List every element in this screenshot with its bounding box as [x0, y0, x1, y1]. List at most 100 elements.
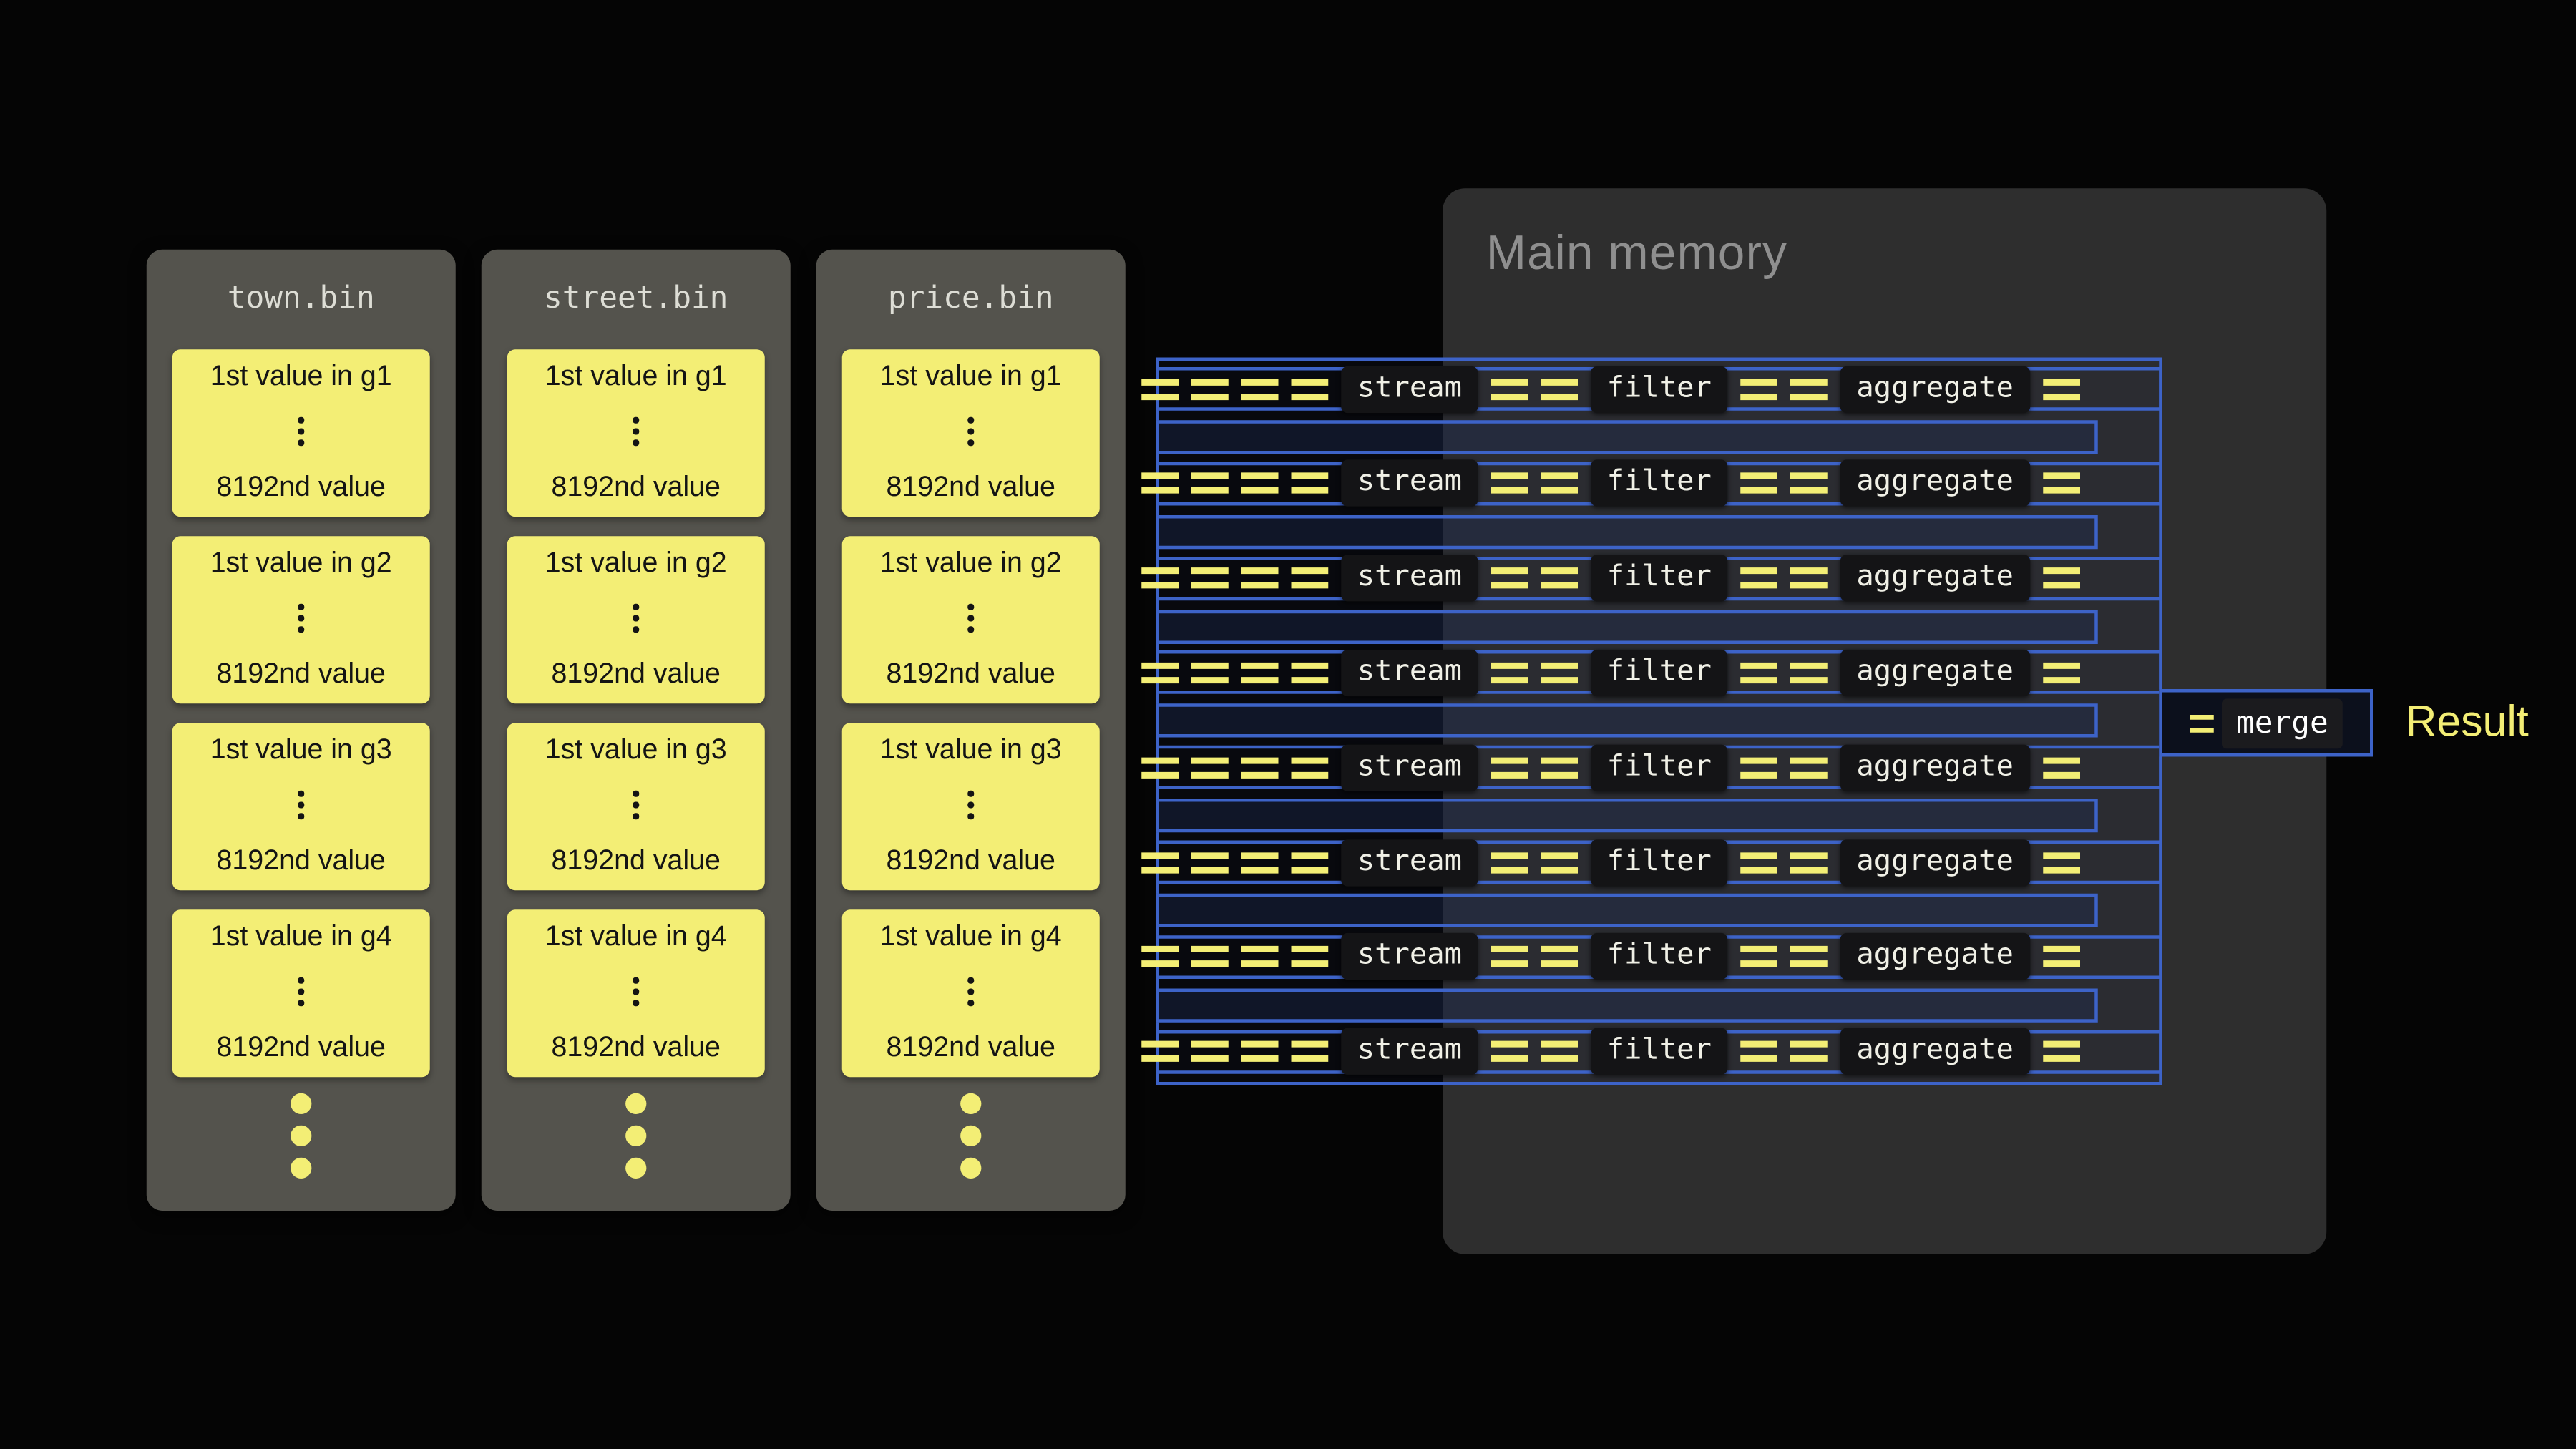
group-first-value: 1st value in g3: [210, 732, 392, 765]
merge-box: merge: [2159, 689, 2373, 757]
stage-filter-label: filter: [1591, 933, 1728, 980]
file-group-blocks: 1st value in g1 8192nd value 1st value i…: [841, 349, 1100, 1078]
data-chunk-icon: [1291, 473, 1329, 494]
data-chunk-icon: [1291, 378, 1329, 399]
data-chunk-icon: [2042, 756, 2080, 779]
group-first-value: 1st value in g2: [210, 545, 392, 578]
file-group-blocks: 1st value in g1 8192nd value 1st value i…: [172, 349, 430, 1078]
data-chunk-icon: [2189, 713, 2214, 732]
data-chunk-icon: [1241, 1040, 1279, 1063]
group-block: 1st value in g1 8192nd value: [841, 349, 1100, 517]
data-chunk-icon: [1491, 756, 1528, 779]
data-chunk-icon: [1541, 473, 1579, 494]
data-chunk-icon: [1241, 852, 1279, 873]
file-title: price.bin: [887, 280, 1054, 316]
stage-filter-label: filter: [1591, 649, 1728, 696]
data-chunk-icon: [1141, 567, 1179, 589]
ellipsis-dot-icon: [291, 1157, 312, 1179]
data-chunk-icon: [1740, 378, 1778, 399]
pipeline-lane-content: stream filter aggregate: [1141, 839, 2080, 886]
more-groups-ellipsis-icon: [625, 1093, 647, 1179]
group-first-value: 1st value in g2: [879, 545, 1062, 578]
stage-filter-label: filter: [1591, 555, 1728, 602]
stage-filter-label: filter: [1591, 839, 1728, 886]
group-last-value: 8192nd value: [216, 657, 386, 689]
data-chunk-icon: [2042, 852, 2080, 873]
data-chunk-icon: [1241, 567, 1279, 589]
stage-stream-label: stream: [1341, 460, 1478, 507]
stage-aggregate-label: aggregate: [1840, 365, 2030, 412]
data-chunk-icon: [1541, 662, 1579, 683]
pipeline-lane: stream filter aggregate: [1141, 839, 2162, 886]
data-chunk-icon: [1241, 756, 1279, 779]
data-chunk-icon: [1291, 1040, 1329, 1063]
data-chunk-icon: [1790, 567, 1828, 589]
data-chunk-icon: [2042, 946, 2080, 967]
file-title: town.bin: [227, 280, 375, 316]
ellipsis-dot-icon: [625, 1093, 647, 1114]
file-panel: price.bin 1st value in g1 8192nd value 1…: [816, 249, 1126, 1211]
data-chunk-icon: [1491, 662, 1528, 683]
group-last-value: 8192nd value: [216, 1030, 386, 1063]
data-chunk-icon: [1491, 378, 1528, 399]
group-first-value: 1st value in g2: [545, 545, 727, 578]
data-chunk-icon: [1141, 946, 1179, 967]
stage-aggregate-label: aggregate: [1840, 649, 2030, 696]
data-chunk-icon: [1191, 946, 1229, 967]
stage-stream-label: stream: [1341, 365, 1478, 412]
data-chunk-icon: [1790, 1040, 1828, 1063]
group-ellipsis-icon: [633, 791, 639, 819]
data-chunk-icon: [1191, 852, 1229, 873]
data-chunk-icon: [1191, 1040, 1229, 1063]
data-chunk-icon: [1191, 567, 1229, 589]
group-ellipsis-icon: [633, 604, 639, 633]
data-chunk-icon: [1291, 567, 1329, 589]
data-chunk-icon: [1291, 852, 1329, 873]
stage-aggregate-label: aggregate: [1840, 743, 2030, 791]
ellipsis-dot-icon: [625, 1157, 647, 1179]
stage-stream-label: stream: [1341, 839, 1478, 886]
stage-aggregate-label: aggregate: [1840, 460, 2030, 507]
data-chunk-icon: [1141, 378, 1179, 399]
group-last-value: 8192nd value: [551, 844, 721, 876]
stage-aggregate-label: aggregate: [1840, 839, 2030, 886]
data-chunk-icon: [1740, 1040, 1778, 1063]
group-last-value: 8192nd value: [886, 470, 1055, 502]
group-ellipsis-icon: [633, 977, 639, 1006]
ellipsis-dot-icon: [625, 1125, 647, 1146]
file-group-blocks: 1st value in g1 8192nd value 1st value i…: [507, 349, 765, 1078]
data-chunk-icon: [1141, 1040, 1179, 1063]
data-chunk-icon: [1790, 946, 1828, 967]
data-chunk-icon: [1191, 662, 1229, 683]
data-chunk-icon: [1491, 852, 1528, 873]
data-chunk-icon: [1740, 756, 1778, 779]
files-area: town.bin 1st value in g1 8192nd value 1s…: [146, 249, 1126, 1211]
pipeline-lane-pipe: [1156, 609, 2098, 644]
group-ellipsis-icon: [298, 417, 304, 446]
data-chunk-icon: [1541, 1040, 1579, 1063]
group-last-value: 8192nd value: [551, 470, 721, 502]
group-block: 1st value in g2 8192nd value: [841, 536, 1100, 704]
more-groups-ellipsis-icon: [960, 1093, 982, 1179]
stage-filter-label: filter: [1591, 365, 1728, 412]
data-chunk-icon: [1740, 567, 1778, 589]
group-last-value: 8192nd value: [886, 1030, 1055, 1063]
data-chunk-icon: [1291, 946, 1329, 967]
pipeline-lane: stream filter aggregate: [1141, 365, 2162, 412]
group-first-value: 1st value in g4: [879, 919, 1062, 952]
data-chunk-icon: [2042, 662, 2080, 683]
data-chunk-icon: [1541, 567, 1579, 589]
data-chunk-icon: [2042, 473, 2080, 494]
group-block: 1st value in g3 8192nd value: [507, 723, 765, 891]
pipeline-lane-pipe: [1156, 893, 2098, 927]
group-first-value: 1st value in g3: [879, 732, 1062, 765]
data-chunk-icon: [1191, 378, 1229, 399]
data-chunk-icon: [1491, 946, 1528, 967]
main-memory-title: Main memory: [1485, 227, 1787, 280]
